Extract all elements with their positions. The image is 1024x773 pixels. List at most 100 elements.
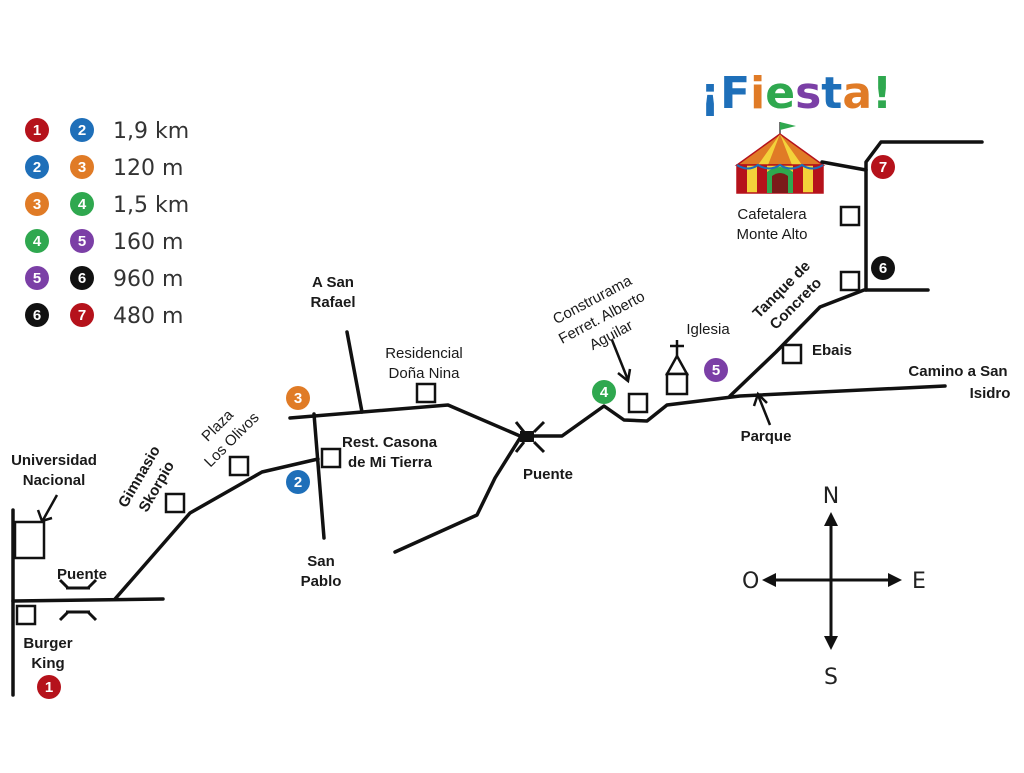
compass-rose: N S E O bbox=[742, 484, 926, 690]
label-puente-west: Puente bbox=[57, 566, 107, 583]
label-plaza: Plaza Los Olivos bbox=[198, 406, 262, 471]
road-tanque bbox=[728, 288, 930, 398]
label-san-rafael: Rafael bbox=[310, 294, 355, 311]
building-residencial bbox=[415, 382, 437, 404]
legend-marker-2-number: 2 bbox=[78, 122, 86, 139]
fiesta-logo-letter: ! bbox=[872, 68, 892, 119]
route-marker-5: 5 bbox=[704, 358, 728, 382]
compass-south: S bbox=[824, 665, 838, 690]
label-casona: de Mi Tierra bbox=[348, 454, 433, 471]
label-ebais: Ebais bbox=[812, 342, 852, 359]
label-parque: Parque bbox=[741, 428, 792, 445]
legend-distance: 480 m bbox=[113, 304, 183, 329]
label-camino-san-isidro: Camino a San bbox=[908, 363, 1007, 380]
route-marker-7: 7 bbox=[871, 155, 895, 179]
legend-marker-6 bbox=[25, 303, 49, 327]
route-marker-2: 2 bbox=[286, 470, 310, 494]
legend-marker-6-number: 6 bbox=[33, 307, 41, 324]
route-marker-3: 3 bbox=[286, 386, 310, 410]
legend-distance: 160 m bbox=[113, 230, 183, 255]
legend-marker-3-number: 3 bbox=[33, 196, 41, 213]
building-construrama bbox=[627, 392, 649, 414]
legend-row: 6 7 480 m bbox=[25, 303, 183, 329]
label-burger-king: King bbox=[31, 655, 64, 672]
compass-north: N bbox=[823, 484, 839, 509]
road-main-diagonal bbox=[113, 457, 320, 601]
label-tanque: Tanque de Concreto bbox=[750, 258, 826, 334]
legend-marker-5-number: 5 bbox=[78, 233, 86, 250]
label-burger-king: Burger bbox=[23, 635, 72, 652]
legend-marker-5-number: 5 bbox=[33, 270, 41, 287]
fiesta-logo-letter: e bbox=[765, 68, 795, 119]
legend-marker-1-number: 1 bbox=[33, 122, 41, 139]
legend-marker-3 bbox=[25, 192, 49, 216]
route-marker-6: 6 bbox=[871, 256, 895, 280]
fiesta-logo: ¡Fiesta! bbox=[700, 68, 892, 119]
label-san-pablo: Pablo bbox=[301, 573, 342, 590]
legend-marker-5 bbox=[25, 266, 49, 290]
label-universidad: Universidad bbox=[11, 452, 97, 469]
legend-row: 1 2 1,9 km bbox=[25, 118, 189, 144]
building-gimnasio-skorpio bbox=[164, 492, 186, 514]
fiesta-logo-letter: s bbox=[795, 68, 821, 119]
route-marker-4-circle bbox=[592, 380, 616, 404]
label-san-pablo: San bbox=[307, 553, 335, 570]
route-marker-3-circle bbox=[286, 386, 310, 410]
legend-marker-4 bbox=[25, 229, 49, 253]
compass-west: O bbox=[742, 569, 759, 594]
legend-distance: 1,5 km bbox=[113, 193, 189, 218]
fiesta-logo-letter: a bbox=[842, 68, 872, 119]
arrow-universidad bbox=[36, 494, 59, 523]
fiesta-logo-letter: i bbox=[750, 68, 765, 119]
label-camino-san-isidro: Isidro bbox=[970, 385, 1011, 402]
legend-row: 5 6 960 m bbox=[25, 266, 183, 292]
route-marker-1-circle bbox=[37, 675, 61, 699]
road-west-horizontal bbox=[11, 597, 165, 603]
compass-east: E bbox=[912, 569, 926, 594]
legend-marker-4-number: 4 bbox=[78, 196, 87, 213]
label-san-rafael: A San bbox=[312, 274, 354, 291]
label-casona: Rest. Casona bbox=[342, 434, 438, 451]
label-residencial: Doña Nina bbox=[389, 365, 461, 382]
label-construrama: Construrama Ferret. Alberto Aguilar bbox=[550, 272, 648, 354]
legend-row: 3 4 1,5 km bbox=[25, 192, 189, 218]
fiesta-logo-letter: t bbox=[821, 68, 842, 119]
legend-distance: 1,9 km bbox=[113, 119, 189, 144]
building-cafetalera bbox=[839, 205, 861, 227]
label-cafetalera: Cafetalera bbox=[737, 206, 807, 223]
bridge-center bbox=[514, 420, 546, 454]
legend-marker-4 bbox=[70, 192, 94, 216]
distance-legend: 1 2 1,9 km 2 3 120 m 3 4 1,5 km 4 5 160 … bbox=[25, 118, 189, 329]
road-south-branch bbox=[393, 436, 522, 554]
route-marker-2-number: 2 bbox=[294, 474, 302, 491]
arrow-parque bbox=[752, 391, 772, 426]
building-plaza-los-olivos bbox=[228, 455, 250, 477]
label-iglesia: Iglesia bbox=[686, 321, 730, 338]
circus-tent-icon bbox=[734, 122, 826, 194]
legend-marker-7 bbox=[70, 303, 94, 327]
legend-marker-2 bbox=[25, 155, 49, 179]
route-marker-4: 4 bbox=[592, 380, 616, 404]
building-casona bbox=[320, 447, 342, 469]
route-marker-7-circle bbox=[871, 155, 895, 179]
route-marker-4-number: 4 bbox=[600, 384, 609, 401]
route-marker-6-number: 6 bbox=[879, 260, 887, 277]
legend-marker-1 bbox=[25, 118, 49, 142]
road-san-pablo bbox=[312, 412, 326, 540]
road-san-rafael bbox=[345, 330, 364, 414]
route-marker-6-circle bbox=[871, 256, 895, 280]
legend-marker-7-number: 7 bbox=[78, 307, 86, 324]
legend-marker-6-number: 6 bbox=[78, 270, 86, 287]
legend-distance: 120 m bbox=[113, 156, 183, 181]
route-marker-2-circle bbox=[286, 470, 310, 494]
building-burger-king bbox=[15, 604, 37, 626]
legend-row: 4 5 160 m bbox=[25, 229, 183, 255]
legend-distance: 960 m bbox=[113, 267, 183, 292]
legend-marker-2-number: 2 bbox=[33, 159, 41, 176]
building-universidad-nacional bbox=[13, 520, 46, 560]
route-marker-7-number: 7 bbox=[879, 159, 887, 176]
road-main-east bbox=[288, 384, 947, 438]
route-marker-3-number: 3 bbox=[294, 390, 302, 407]
